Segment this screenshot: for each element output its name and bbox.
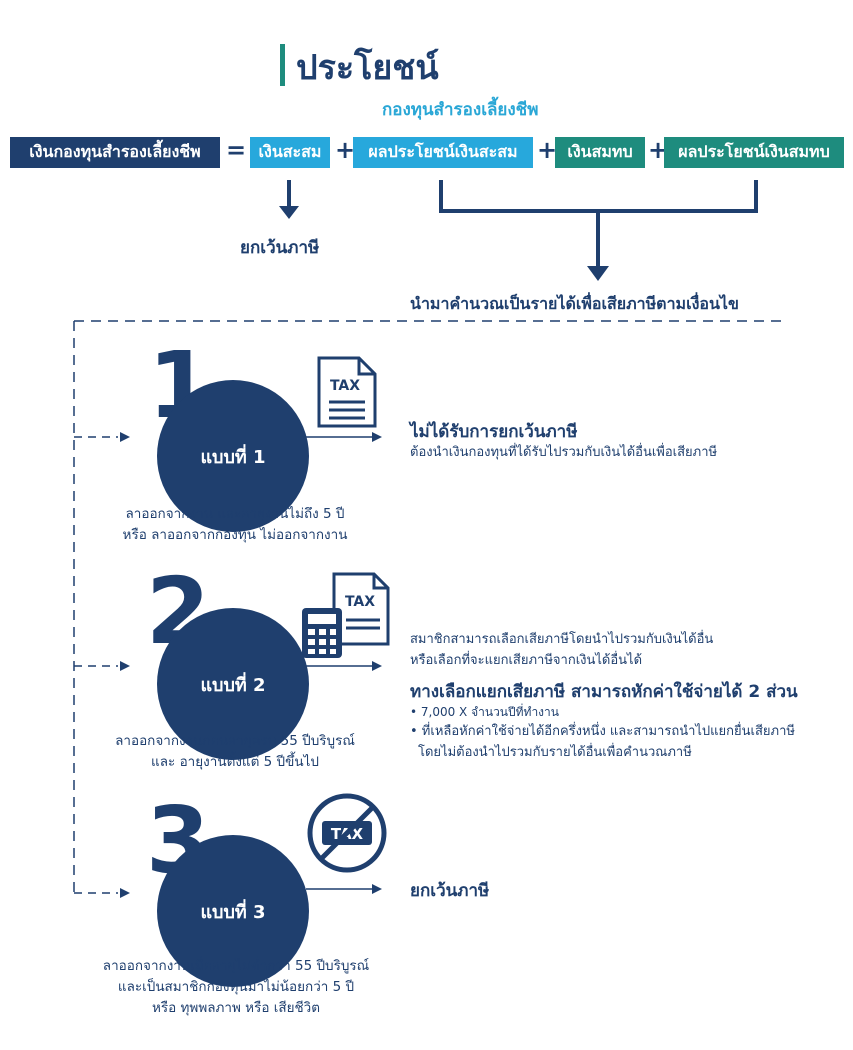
no-tax-icon: TAX <box>307 793 387 873</box>
case-3-condition-line: ลาออกจากงานเมื่ออายุไม่ต่ำกว่า 55 ปีบริบ… <box>102 958 370 974</box>
plus-sign: + <box>648 136 669 164</box>
exempt-label: ยกเว้นภาษี <box>240 238 320 258</box>
case-2-bullet-2-cont: โดยไม่ต้องนำไปรวมกับรายได้อื่นเพื่อคำนวณ… <box>418 745 692 760</box>
case-3-name: แบบที่ 3 <box>200 901 266 923</box>
calculator-tax-icon: TAX <box>302 572 390 658</box>
case-3-condition-line: และเป็นสมาชิกกองทุนมาไม่น้อยกว่า 5 ปี <box>117 978 355 995</box>
case-1-circle: แบบที่ 1 <box>157 380 309 532</box>
case-2-intro-2: หรือเลือกที่จะแยกเสียภาษีจากเงินได้อื่นไ… <box>410 653 643 668</box>
case-2-intro-1: สมาชิกสามารถเลือกเสียภาษีโดยนำไปรวมกับเง… <box>410 632 714 647</box>
case-1-condition-line: หรือ ลาออกจากกองทุน ไม่ออกจากงาน <box>122 526 348 543</box>
formula-total-box: เงินกองทุนสำรองเลี้ยงชีพ <box>10 137 220 168</box>
plus-sign: + <box>537 136 558 164</box>
case-3-conditions: ลาออกจากงานเมื่ออายุไม่ต่ำกว่า 55 ปีบริบ… <box>68 956 404 1019</box>
formula-savings-benefit-box: ผลประโยชน์เงินสะสม <box>353 137 533 168</box>
page-subtitle: กองทุนสำรองเลี้ยงชีพ <box>382 100 539 120</box>
plus-sign: + <box>335 136 356 164</box>
tax-icon-text: TAX <box>345 594 375 610</box>
case-2-bullet-1: • 7,000 X จำนวนปีที่ทำงาน <box>410 705 559 719</box>
case-3-condition-line: หรือ ทุพพลภาพ หรือ เสียชีวิต <box>151 999 320 1016</box>
formula-contribution-box: เงินสมทบ <box>555 137 645 168</box>
title-accent-bar <box>280 44 285 86</box>
taxable-label: นำมาคำนวณเป็นรายได้เพื่อเสียภาษีตามเงื่อ… <box>410 294 739 313</box>
case-1-detail: ต้องนำเงินกองทุนที่ได้รับไปรวมกับเงินได้… <box>410 445 718 460</box>
case-3-circle: แบบที่ 3 <box>157 835 309 987</box>
case-2-condition-line: ลาออกจากงานก่อนอายุครบ 55 ปีบริบูรณ์ <box>115 733 355 749</box>
case-1-condition-line: ลาออกจากงาน และอายุงานไม่ถึง 5 ปี <box>125 506 345 522</box>
case-2-name: แบบที่ 2 <box>200 674 266 696</box>
case-2-heading: ทางเลือกแยกเสียภาษี สามารถหักค่าใช้จ่ายไ… <box>410 682 798 702</box>
page-title: ประโยชน์ <box>296 48 439 88</box>
case-2-condition-line: และ อายุงานตั้งแต่ 5 ปีขึ้นไป <box>151 753 319 770</box>
case-2-conditions: ลาออกจากงานก่อนอายุครบ 55 ปีบริบูรณ์ และ… <box>75 731 395 773</box>
case-1-heading: ไม่ได้รับการยกเว้นภาษี <box>410 422 578 442</box>
case-2-bullet-2: • ที่เหลือหักค่าใช้จ่ายได้อีกครึ่งหนึ่ง … <box>410 724 795 739</box>
case-1-conditions: ลาออกจากงาน และอายุงานไม่ถึง 5 ปี หรือ ล… <box>90 504 380 546</box>
case-3-heading: ยกเว้นภาษี <box>410 881 490 901</box>
equals-sign: = <box>226 136 247 164</box>
tax-document-icon: TAX <box>317 356 377 428</box>
tax-icon-text: TAX <box>330 378 360 394</box>
formula-contribution-benefit-box: ผลประโยชน์เงินสมทบ <box>664 137 844 168</box>
formula-savings-box: เงินสะสม <box>250 137 330 168</box>
case-1-name: แบบที่ 1 <box>200 446 266 468</box>
case-2-circle: แบบที่ 2 <box>157 608 309 760</box>
